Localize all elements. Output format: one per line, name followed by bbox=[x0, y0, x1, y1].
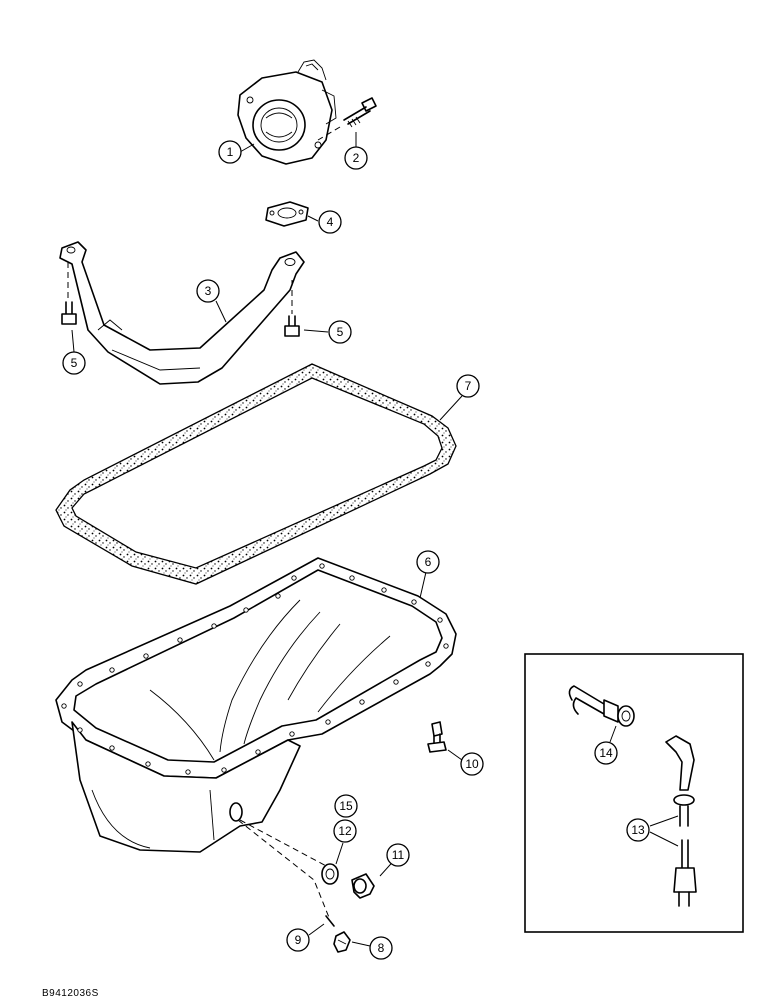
callout-label: 3 bbox=[205, 284, 212, 298]
callout-label: 9 bbox=[295, 933, 302, 947]
leader-lines bbox=[71, 132, 679, 947]
callout-15: 15 bbox=[334, 794, 358, 818]
callout-label: 12 bbox=[338, 824, 352, 838]
pin bbox=[325, 915, 335, 927]
oil-pan bbox=[55, 557, 457, 921]
pan-sensor-plug bbox=[427, 721, 447, 753]
oil-pan-gasket bbox=[55, 363, 457, 585]
tube-bolt-left bbox=[61, 262, 77, 325]
callout-label: 11 bbox=[392, 848, 405, 862]
callout-label: 10 bbox=[465, 757, 479, 771]
callout-label: 4 bbox=[327, 215, 334, 229]
callout-label: 15 bbox=[339, 799, 353, 813]
callout-label: 13 bbox=[631, 823, 645, 837]
callout-10: 10 bbox=[460, 752, 484, 776]
callout-label: 1 bbox=[227, 145, 234, 159]
pan-bolt-holes bbox=[61, 563, 449, 775]
callout-6: 6 bbox=[416, 550, 440, 574]
drain-washer bbox=[321, 863, 339, 885]
callout-13: 13 bbox=[626, 818, 650, 842]
oil-pickup-tube bbox=[59, 241, 305, 385]
callout-label: 5 bbox=[337, 325, 344, 339]
figure-code: B9412036S bbox=[42, 988, 99, 999]
callout-11: 11 bbox=[386, 843, 410, 867]
callout-label: 14 bbox=[599, 746, 613, 760]
callout-9: 9 bbox=[286, 928, 310, 952]
callout-label: 5 bbox=[71, 356, 78, 370]
callout-12: 12 bbox=[333, 819, 357, 843]
callout-label: 6 bbox=[425, 555, 432, 569]
pickup-gasket bbox=[265, 201, 309, 227]
callout-2: 2 bbox=[344, 146, 368, 170]
callout-8: 8 bbox=[369, 936, 393, 960]
callout-5-left: 5 bbox=[62, 351, 86, 375]
callout-7: 7 bbox=[456, 374, 480, 398]
heater-cord bbox=[665, 735, 697, 907]
fitting bbox=[333, 931, 351, 953]
heater-element bbox=[568, 685, 635, 727]
callout-label: 2 bbox=[353, 151, 360, 165]
callout-label: 7 bbox=[465, 379, 472, 393]
callout-14: 14 bbox=[594, 741, 618, 765]
callout-4: 4 bbox=[318, 210, 342, 234]
tube-bolt-right bbox=[284, 280, 300, 337]
drain-plug bbox=[351, 873, 375, 899]
callout-5-right: 5 bbox=[328, 320, 352, 344]
callout-label: 8 bbox=[378, 941, 385, 955]
callout-1: 1 bbox=[218, 140, 242, 164]
inset-box bbox=[524, 653, 744, 933]
callout-3: 3 bbox=[196, 279, 220, 303]
oil-pump bbox=[237, 59, 337, 165]
pump-bolt bbox=[317, 97, 377, 141]
